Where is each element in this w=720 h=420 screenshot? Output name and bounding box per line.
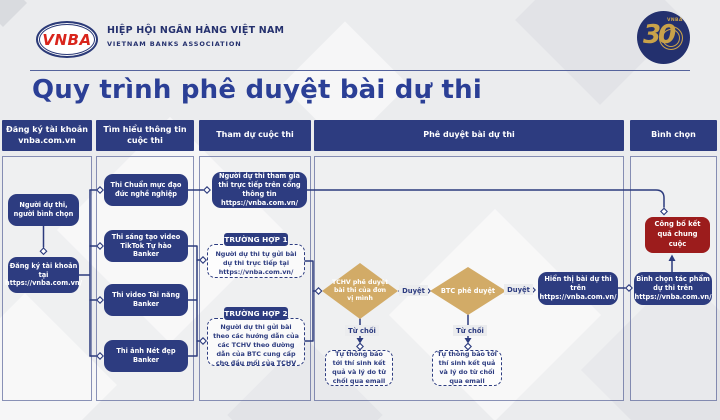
header-divider <box>30 70 690 71</box>
node-contest-tiktok: Thi sáng tạo video TikTok Tự hào Banker <box>104 230 188 262</box>
edge-label-approve-1: Duyệt <box>399 285 428 296</box>
node-register-account: Đăng ký tài khoản tại https://vnba.com.v… <box>5 257 82 293</box>
vnba-logo: VNBA <box>36 21 98 58</box>
lane-header-register: Đăng ký tài khoản vnba.com.vn <box>2 120 92 151</box>
node-participants: Người dự thi, người bình chọn <box>8 194 79 226</box>
edge-label-approve-2: Duyệt <box>504 284 533 295</box>
node-contest-talent: Thi video Tài năng Banker <box>104 284 188 316</box>
org-name-vi: HIỆP HỘI NGÂN HÀNG VIỆT NAM <box>107 25 285 36</box>
vnba-logo-text: VNBA <box>42 30 92 49</box>
edge-label-reject-2: Từ chối <box>453 325 487 336</box>
anniversary-seal-ring-icon <box>659 26 683 50</box>
org-name-en: VIETNAM BANKS ASSOCIATION <box>107 40 242 48</box>
lane-header-participate: Tham dự cuộc thi <box>199 120 311 151</box>
anniversary-30-badge: 30 VNBA <box>637 11 690 64</box>
node-vote: Bình chọn tác phẩm dự thi trên https://v… <box>634 272 712 305</box>
node-contest-photo: Thi ảnh Nét đẹp Banker <box>104 340 188 372</box>
node-final-result: Công bố kết quả chung cuộc <box>645 217 710 253</box>
btc-decision-text: BTC phê duyệt <box>440 286 496 295</box>
pattern-shard <box>0 0 28 28</box>
node-notify-email-1: Tự thông báo tới thí sinh kết quả và lý … <box>325 350 393 386</box>
lane-header-approval: Phê duyệt bài dự thi <box>314 120 624 151</box>
node-case2: Người dự thi gửi bài theo các hướng dẫn … <box>207 318 305 367</box>
page-title: Quy trình phê duyệt bài dự thi <box>32 75 482 105</box>
case1-label: TRƯỜNG HỢP 1 <box>224 233 288 246</box>
lane-header-learn-info: Tìm hiểu thông tin cuộc thi <box>96 120 194 151</box>
node-participate-direct: Người dự thi tham gia thi trực tiếp trên… <box>212 172 307 208</box>
case2-label: TRƯỜNG HỢP 2 <box>224 307 288 320</box>
tchv-decision-text: TCHV phê duyệt bài thi của đơn vị mình <box>331 278 389 303</box>
node-case1: Người dự thi tự gửi bài dự thi trực tiếp… <box>207 244 305 278</box>
lane-header-vote: Bình chọn <box>630 120 717 151</box>
edge-label-reject-1: Từ chối <box>345 325 379 336</box>
anniversary-org-text: VNBA <box>667 18 683 23</box>
node-contest-ethics: Thi Chuẩn mực đạo đức nghề nghiệp <box>104 174 188 206</box>
node-display-entries: Hiển thị bài dự thi trên https://vnba.co… <box>538 272 618 305</box>
anniversary-number: 30 <box>643 20 676 50</box>
node-notify-email-2: Tự thông báo tới thí sinh kết quả và lý … <box>432 350 502 386</box>
